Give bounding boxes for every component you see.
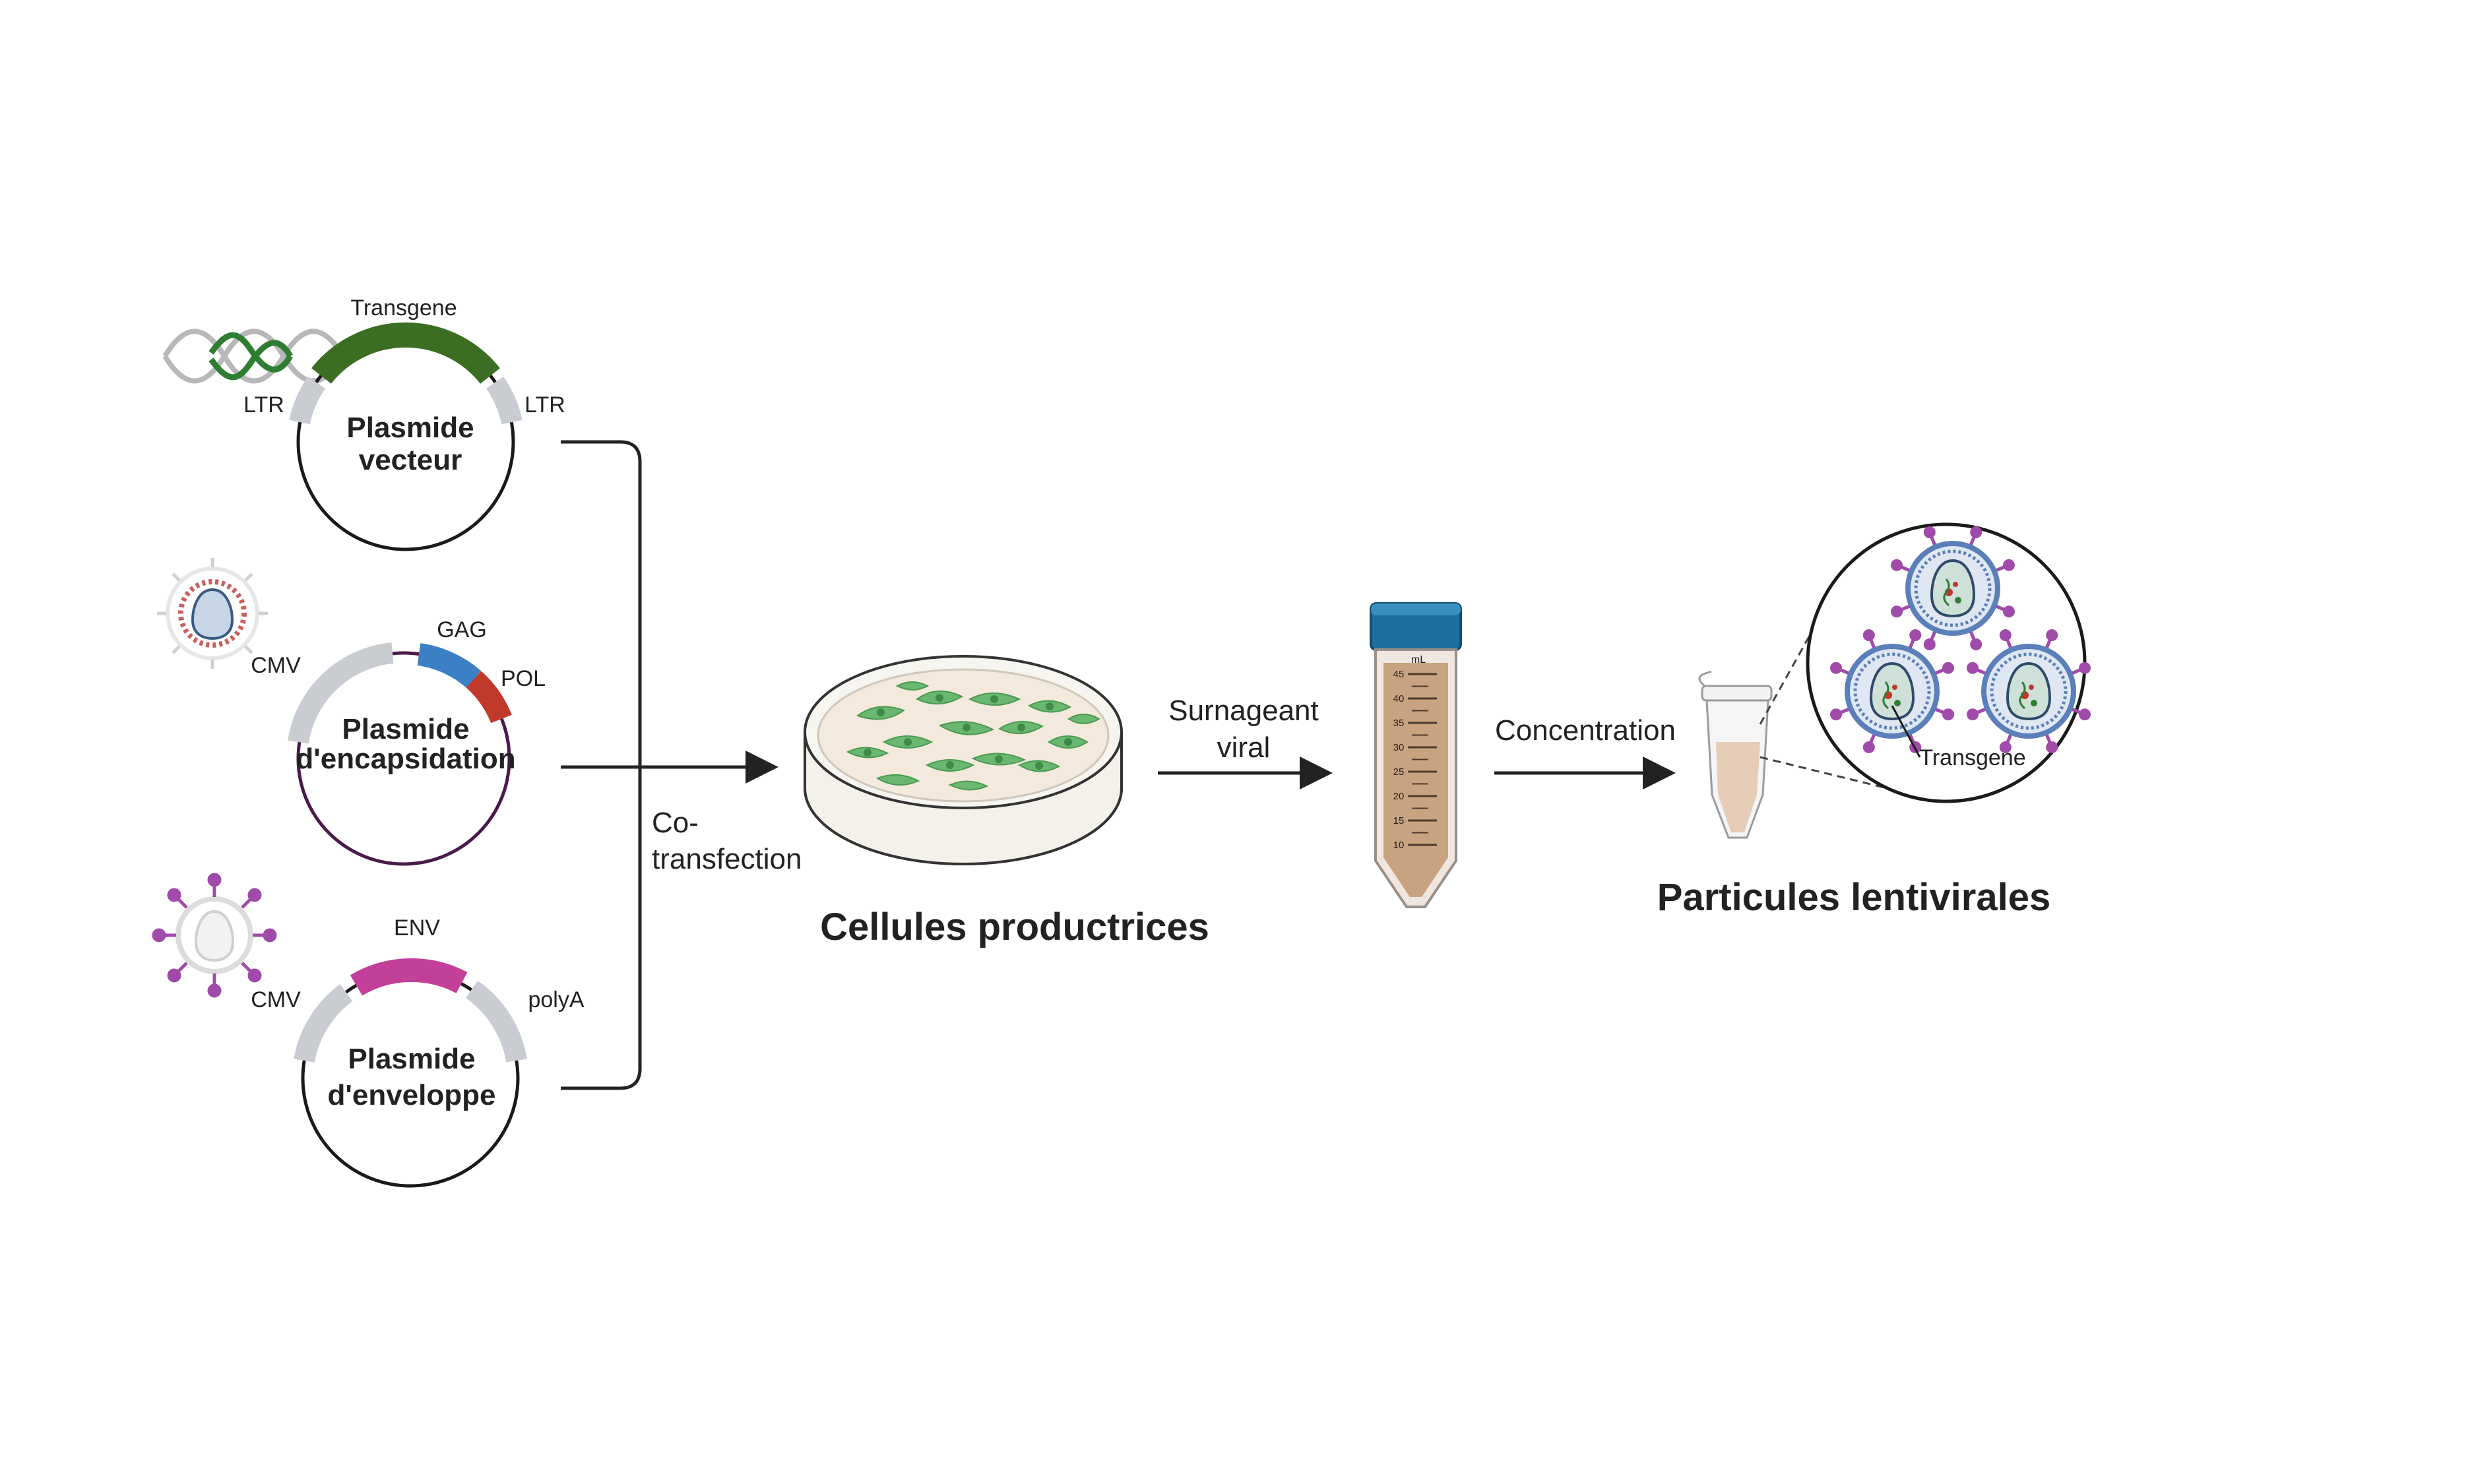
conical-tube: mL 45 40 35 30 25 20 15 10 (1370, 602, 1462, 908)
packaging-gag-label: GAG (437, 617, 487, 642)
capsid-virus-icon (157, 558, 268, 669)
concentrated-pellet (1716, 742, 1760, 832)
packaging-gag-segment (417, 643, 482, 689)
tube-graduations: 45 40 35 30 25 20 15 10 (1393, 669, 1437, 851)
packaging-pol-label: POL (501, 666, 546, 691)
tube-tick-label: 30 (1393, 742, 1405, 753)
petri-dish (804, 655, 1123, 865)
supernatant-label-line2: viral (1217, 731, 1271, 764)
zoom-line-bottom (1760, 756, 1887, 789)
transgene-pointer (1891, 705, 1921, 758)
tube-tick-label: 20 (1393, 791, 1405, 802)
vector-plasmid: Transgene LTR LTR Plasmide vecteur (162, 295, 565, 551)
tube-tick-label: 40 (1393, 693, 1405, 704)
lentiviral-virions (1830, 526, 2091, 753)
producer-cells (846, 681, 1100, 791)
tube-tick-label: 25 (1393, 766, 1405, 778)
envelope-cmv-label: CMV (251, 987, 301, 1012)
vector-ltr-right (486, 376, 523, 425)
packaging-cmv-label: CMV (251, 653, 301, 678)
virion (1967, 629, 2091, 753)
vector-name-line1: Plasmide (346, 412, 474, 444)
packaging-name-line1: Plasmide (342, 713, 469, 745)
envelope-plasmid: ENV CMV polyA Plasmide d'enveloppe (152, 873, 585, 1188)
zoom-transgene-label: Transgene (1919, 745, 2025, 770)
vector-ltr-right-label: LTR (524, 392, 565, 417)
cotransfection-label-line1: Co- (652, 807, 699, 839)
microcentrifuge-tube (1698, 670, 1773, 839)
packaging-plasmid-ring (296, 651, 511, 866)
concentration-label: Concentration (1495, 714, 1676, 747)
vector-name-line2: vecteur (359, 444, 462, 476)
tube-tick-label: 35 (1393, 718, 1405, 729)
cell-nuclei (864, 694, 1072, 770)
dna-helix-icon (162, 328, 346, 384)
envelope-name-line1: Plasmide (348, 1043, 475, 1075)
envelope-env-segment (350, 958, 468, 996)
envelope-name-line2: d'enveloppe (328, 1079, 496, 1111)
packaging-cmv-segment (288, 642, 394, 744)
cotransfection-bracket (561, 440, 642, 1090)
lentiviral-particles-title: Particules lentivirales (1657, 876, 2050, 919)
cotransfection-label-line2: transfection (652, 843, 802, 875)
tube-unit-label: mL (1411, 654, 1426, 665)
envelope-cmv-segment (294, 984, 353, 1063)
producer-cells-title: Cellules productrices (820, 906, 1209, 948)
packaging-pol-segment (466, 671, 512, 724)
tube-tick-label: 10 (1393, 840, 1405, 851)
vector-ltr-left (289, 376, 326, 425)
tube-liquid (1383, 663, 1448, 897)
vector-transgene-segment (311, 322, 500, 385)
vector-ltr-left-label: LTR (243, 392, 284, 417)
tube-tick-label: 45 (1393, 669, 1405, 680)
envelope-virus-icon (152, 873, 277, 998)
envelope-polya-label: polyA (528, 987, 584, 1012)
zoom-line-top (1759, 633, 1812, 725)
tube-tick-label: 15 (1393, 815, 1405, 826)
supernatant-label-line1: Surnageant (1168, 695, 1319, 727)
envelope-env-label: ENV (394, 915, 440, 941)
packaging-name-line2: d'encapsidation (296, 743, 515, 775)
packaging-plasmid: CMV GAG POL Plasmide d'encapsidation (157, 558, 546, 866)
vector-transgene-label: Transgene (350, 295, 457, 321)
virion (1830, 629, 1954, 753)
virion (1891, 526, 2015, 650)
envelope-polya-segment (465, 980, 527, 1063)
